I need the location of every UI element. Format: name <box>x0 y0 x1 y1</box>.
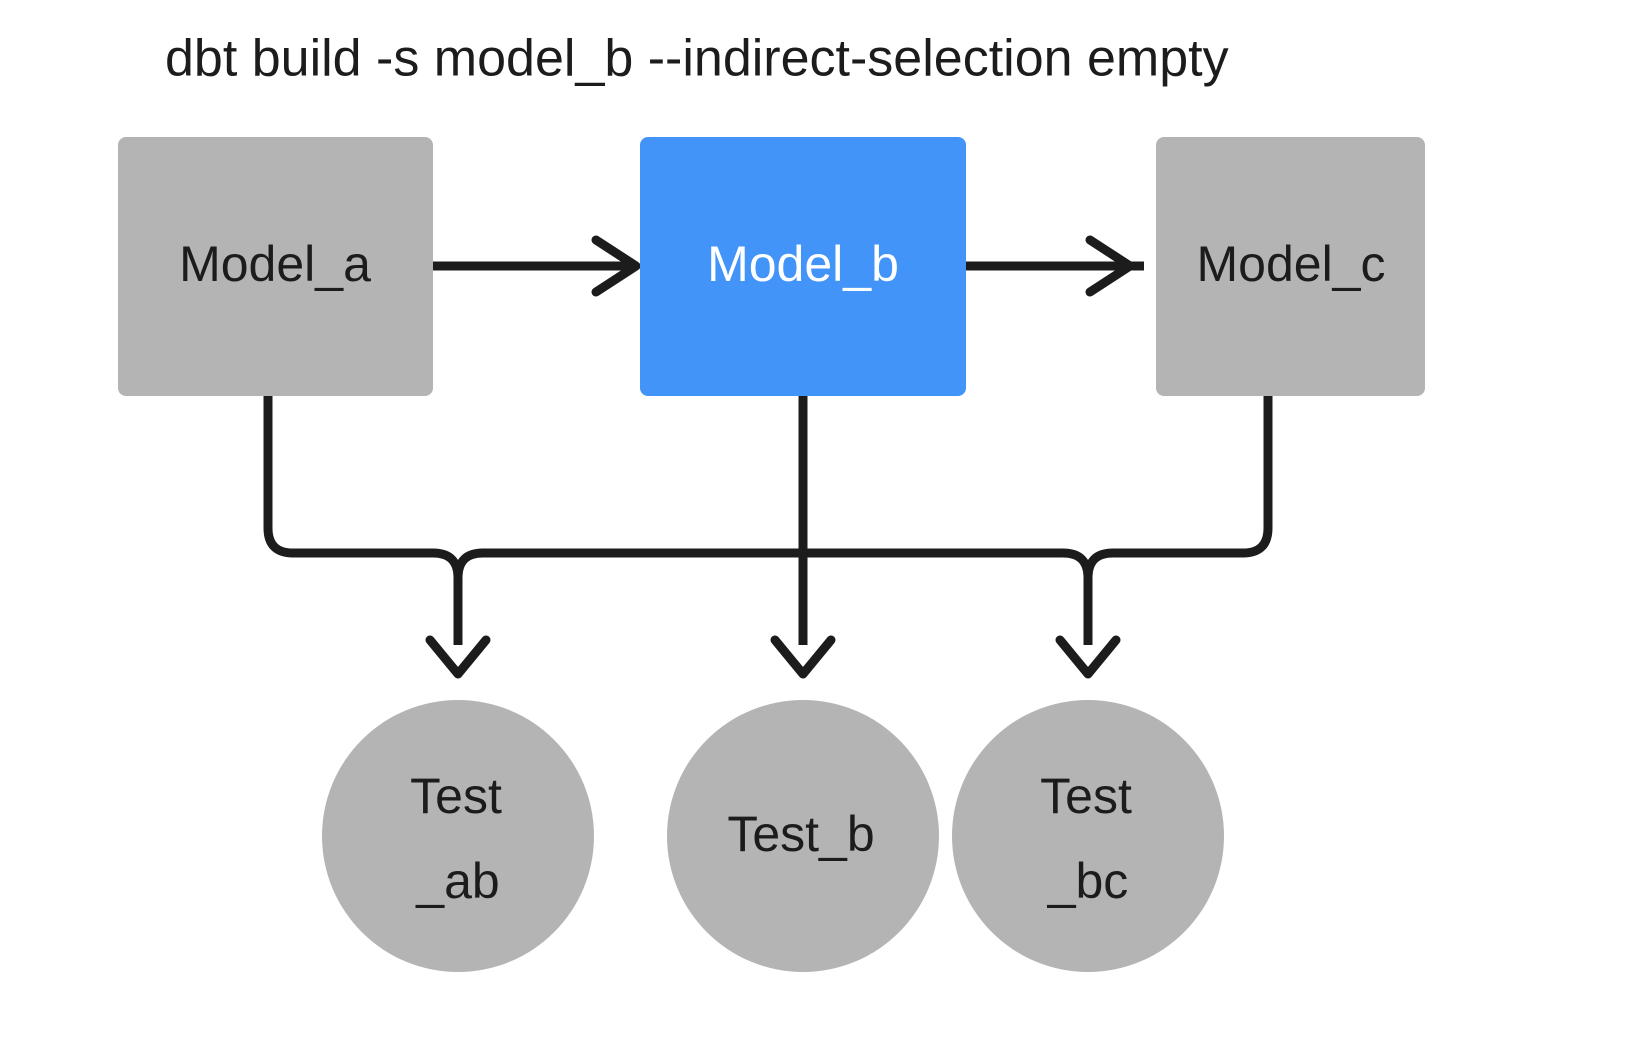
node-model_b-label: Model_b <box>707 236 899 292</box>
edge-model_a-to-model_b <box>433 235 641 297</box>
node-test_ab[interactable]: Test _ab <box>322 700 594 972</box>
node-test_ab-label-line2: _ab <box>415 853 499 909</box>
node-model_c-shape[interactable] <box>1156 137 1425 396</box>
node-test_ab-shape[interactable] <box>322 700 594 972</box>
arrowhead-into-test_b <box>770 635 836 679</box>
node-test_b-label-line1: Test_b <box>727 806 874 862</box>
edge-model_b-to-test_bc <box>803 548 1093 645</box>
arrowhead-into-test_ab <box>425 635 491 679</box>
node-test_b[interactable]: Test_b <box>667 700 939 972</box>
node-test_bc-label-line1: Test <box>1040 768 1132 824</box>
node-model_a[interactable]: Model_a <box>118 137 433 396</box>
edge-model_a-to-test_ab <box>263 396 463 645</box>
edge-model_b-to-model_c <box>966 235 1144 297</box>
node-model_b[interactable]: Model_b <box>640 137 966 396</box>
node-test_b-shape[interactable] <box>667 700 939 972</box>
node-test_bc-label-line2: _bc <box>1047 853 1129 909</box>
node-model_b-shape[interactable] <box>640 137 966 396</box>
diagram-title: dbt build -s model_b --indirect-selectio… <box>165 30 1229 88</box>
node-test_bc-shape[interactable] <box>952 700 1224 972</box>
node-model_c[interactable]: Model_c <box>1156 137 1425 396</box>
node-model_c-label: Model_c <box>1197 236 1386 292</box>
edge-model_b-to-test_ab <box>453 548 803 579</box>
node-model_a-label: Model_a <box>179 236 371 292</box>
arrowhead-into-test_bc <box>1055 635 1121 679</box>
node-test_ab-label-line1: Test <box>410 768 502 824</box>
node-model_a-shape[interactable] <box>118 137 433 396</box>
node-test_bc[interactable]: Test _bc <box>952 700 1224 972</box>
edge-model_c-to-test_bc <box>1083 396 1273 579</box>
